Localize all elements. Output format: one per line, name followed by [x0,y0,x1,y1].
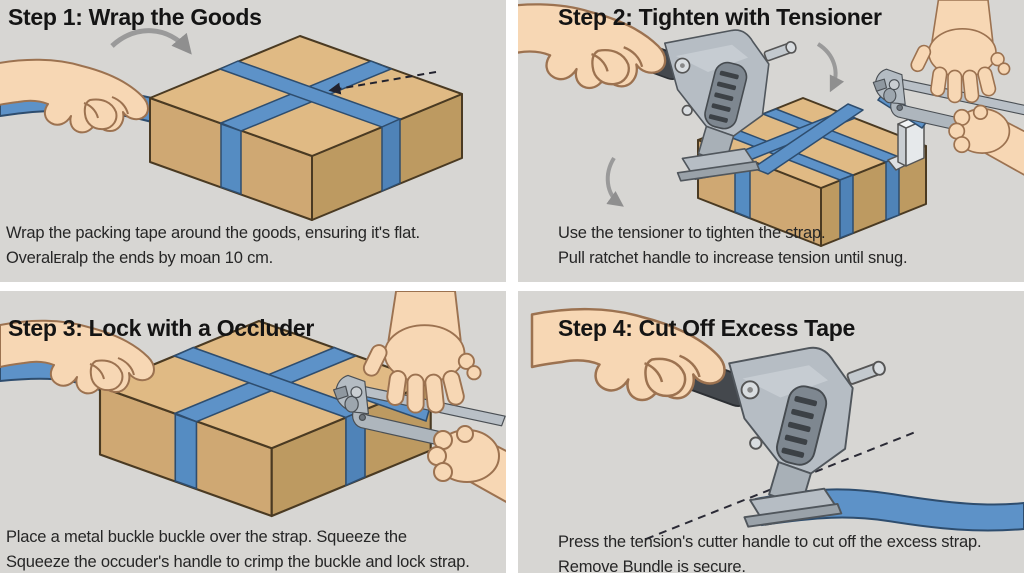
illustration-step-1-wrap-goods [0,28,463,221]
panel-step-4: Step 4: Cut Off Excess Tape Press the te… [518,291,1024,573]
caption-line: Squeeze the occuder's handle to crimp th… [6,552,470,571]
panel-step-3: Step 3: Lock with a Occluder Place a met… [0,291,506,573]
caption-line: Pull ratchet handle to increase tension … [558,248,908,267]
caption-line: Place a metal buckle buckle over the str… [6,528,407,546]
buckle-icon [887,115,925,171]
motion-arrow-icon [605,156,624,207]
curved-arrow-icon [110,28,192,55]
step-caption: Press the tension's cutter handle to cut… [558,530,982,573]
step-title: Step 2: Tighten with Tensioner [558,4,882,30]
caption-line: Overalᴇralp the ends by moan 10 cm. [6,248,274,267]
illustration-step-2-tighten [518,0,1024,247]
caption-line: Press the tension's cutter handle to cut… [558,533,982,551]
caption-line: Wrap the packing tape around the goods, … [6,224,420,242]
step-title: Step 3: Lock with a Occluder [8,315,315,341]
caption-line: Use the tensioner to tighten the strap. [558,224,826,242]
hand-on-crimper-bottom [948,104,1024,209]
hand-pulling-strap [0,58,149,134]
motion-arrow-icon [816,42,845,93]
step-caption: Wrap the packing tape around the goods, … [6,221,420,271]
step-title: Step 1: Wrap the Goods [8,4,262,30]
strapped-box [149,35,463,221]
step-caption: Place a metal buckle buckle over the str… [6,525,470,573]
illustration-step-3-lock [0,291,506,547]
panel-step-2: Step 2: Tighten with Tensioner Use the t… [518,0,1024,282]
illustration-step-4-cut [530,307,1024,540]
caption-line: Remove Bundle is secure. [558,557,746,573]
dashed-direction-arrow-icon [328,71,437,95]
step-caption: Use the tensioner to tighten the strap. … [558,221,908,271]
panel-step-1: Step 1: Wrap the Goods Wrap the packing … [0,0,506,282]
step-title: Step 4: Cut Off Excess Tape [558,315,855,341]
